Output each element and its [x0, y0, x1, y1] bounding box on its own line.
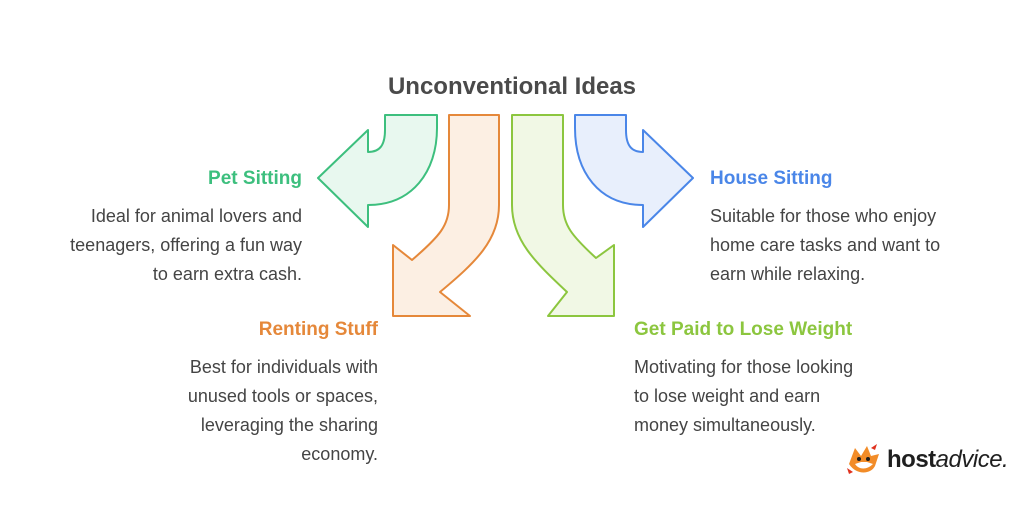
diagram-title: Unconventional Ideas: [387, 73, 637, 100]
pet-sitting-description: Ideal for animal lovers and teenagers, o…: [70, 206, 302, 284]
renting-stuff-description: Best for individuals with unused tools o…: [187, 357, 378, 464]
house-sitting-description: Suitable for those who enjoy home care t…: [710, 206, 941, 284]
lose-weight-arrow: [511, 114, 615, 317]
hostadvice-logo: hostadvice.: [845, 440, 1009, 480]
pet-sitting-heading: Pet Sitting: [208, 168, 302, 189]
house-sitting-heading: House Sitting: [710, 168, 833, 189]
renting-stuff-arrow: [392, 114, 500, 317]
house-sitting-arrow: [574, 114, 694, 228]
pet-sitting-arrow: [317, 114, 438, 228]
renting-stuff-heading: Renting Stuff: [258, 319, 378, 340]
fox-mascot-icon: [847, 444, 879, 474]
lose-weight-heading: Get Paid to Lose Weight: [634, 319, 853, 340]
lose-weight-description: Motivating for those looking to lose wei…: [634, 357, 854, 435]
logo-wordmark: hostadvice.: [887, 446, 1009, 473]
